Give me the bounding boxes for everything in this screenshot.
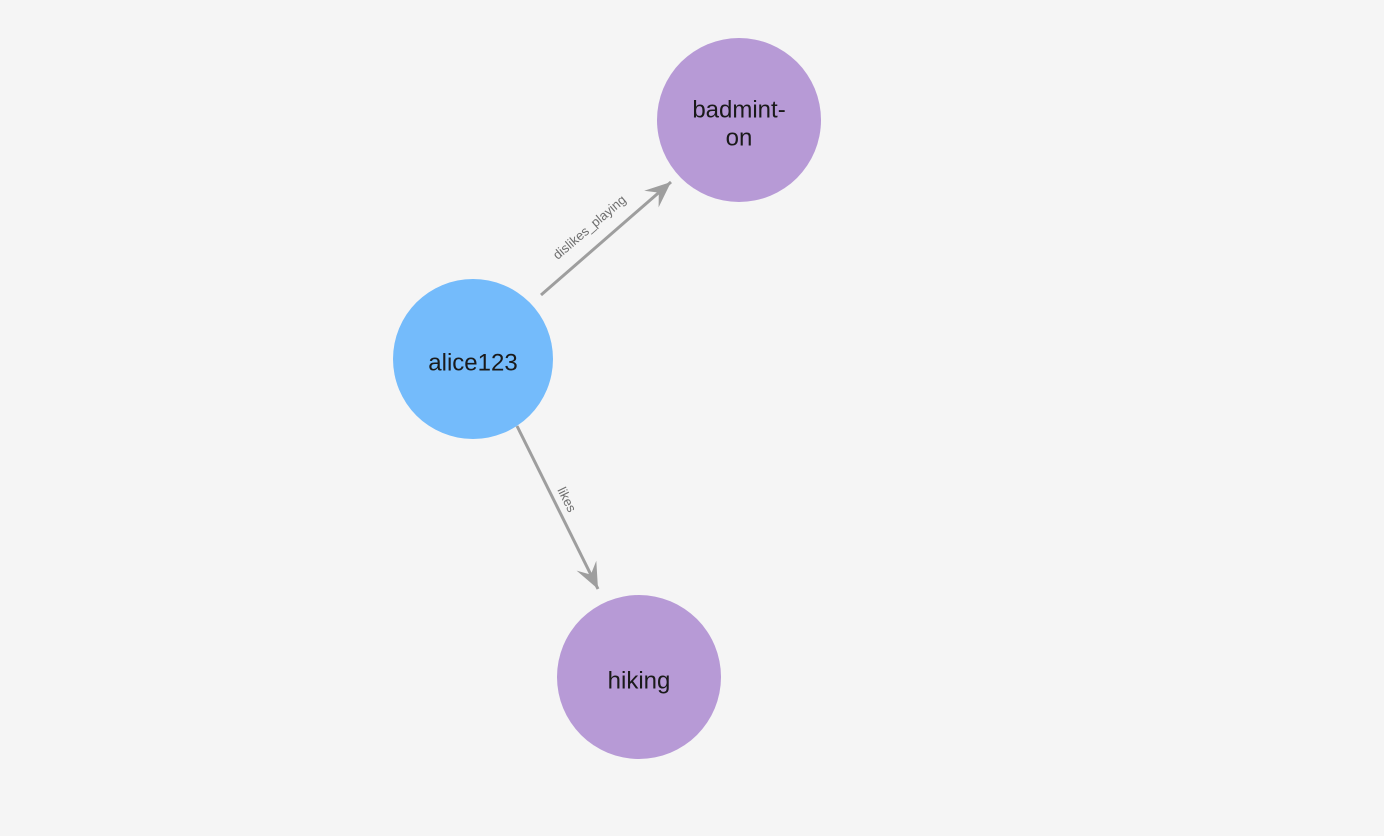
node-circle-badminton[interactable]	[657, 38, 821, 202]
edge-alice123-hiking[interactable]: likes	[515, 425, 600, 590]
edge-line-dislikes-playing-seg	[541, 182, 671, 295]
node-badminton[interactable]: badmint- on	[657, 38, 821, 202]
node-circle-hiking[interactable]	[557, 595, 721, 759]
edge-alice123-badminton[interactable]: dislikes_playing	[540, 180, 672, 297]
node-hiking[interactable]: hiking	[557, 595, 721, 759]
edge-line-likes[interactable]	[515, 425, 600, 590]
edge-arrowhead-likes	[576, 560, 598, 589]
nodes-layer: badmint- on alice123 hiking	[393, 38, 821, 759]
edge-arrowhead-dislikes-playing	[644, 182, 671, 208]
edge-line-dislikes-playing[interactable]	[540, 180, 672, 297]
node-alice123[interactable]: alice123	[393, 279, 553, 439]
node-circle-alice123[interactable]	[393, 279, 553, 439]
